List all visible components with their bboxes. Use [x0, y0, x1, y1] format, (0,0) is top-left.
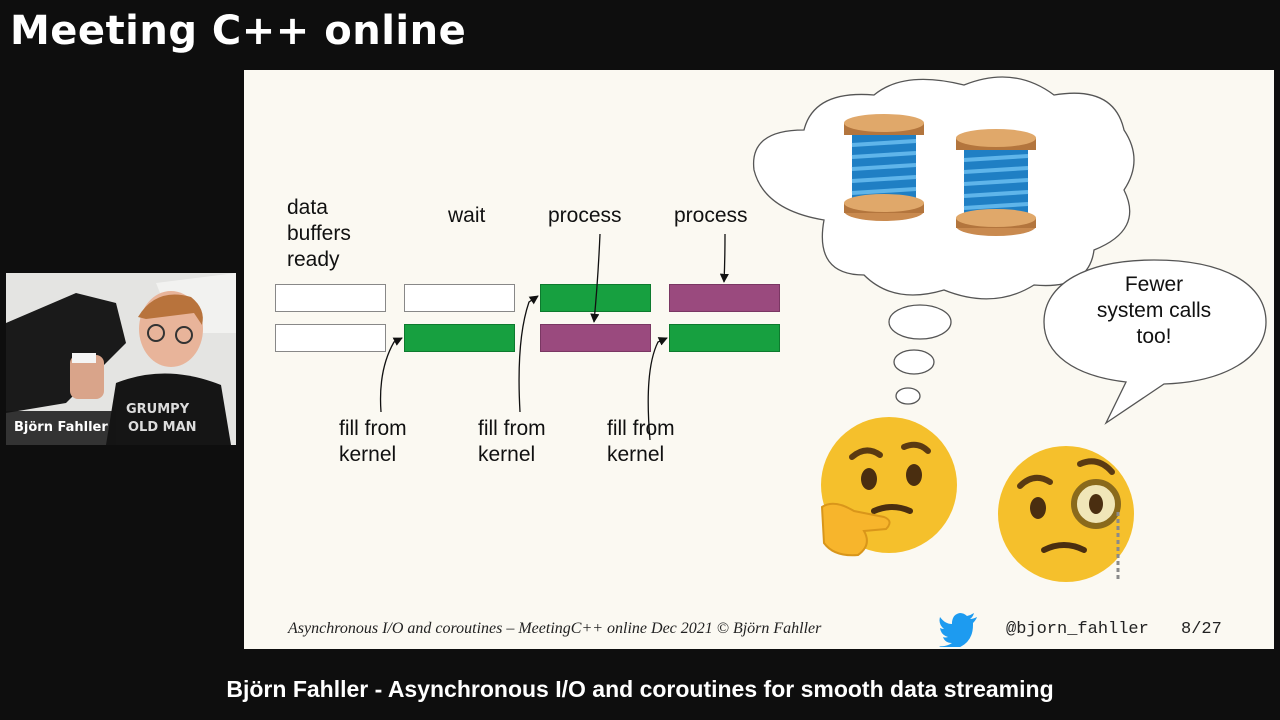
spool-of-thread-icon — [956, 129, 1036, 236]
twitter-handle: @bjorn_fahller — [1006, 620, 1149, 639]
buffer-row1-2 — [404, 284, 515, 312]
label-line: buffers — [287, 222, 351, 245]
speech-bubble — [1043, 259, 1267, 425]
svg-text:GRUMPY: GRUMPY — [126, 402, 190, 417]
label-fill-from-kernel-2: fill from kernel — [478, 416, 546, 468]
label-process-2: process — [674, 204, 748, 227]
label-line: data — [287, 196, 328, 219]
label-line: kernel — [339, 443, 397, 466]
label-line: ready — [287, 248, 340, 271]
buffer-row2-4 — [669, 324, 780, 352]
bubble-line: too! — [1136, 325, 1172, 348]
slide-page-number: 8/27 — [1181, 620, 1222, 639]
label-line: fill from — [607, 417, 675, 440]
talk-caption: Björn Fahller - Asynchronous I/O and cor… — [226, 676, 1054, 702]
label-line: fill from — [478, 417, 546, 440]
label-fill-from-kernel-3: fill from kernel — [607, 416, 675, 468]
label-data-buffers-ready: data buffers ready — [287, 195, 351, 273]
thought-cloud — [752, 76, 1135, 405]
buffer-row2-2 — [404, 324, 515, 352]
svg-text:OLD MAN: OLD MAN — [128, 420, 197, 435]
face-with-monocle-icon — [998, 446, 1134, 582]
buffer-row1-1 — [275, 284, 386, 312]
label-process-1: process — [548, 204, 622, 227]
speaker-webcam: GRUMPY OLD MAN Björn Fahller — [6, 273, 236, 445]
bubble-line: system calls — [1096, 299, 1212, 322]
buffer-row2-1 — [275, 324, 386, 352]
buffer-row2-3 — [540, 324, 651, 352]
slide-footer-text: Asynchronous I/O and coroutines – Meetin… — [288, 620, 822, 637]
label-line: fill from — [339, 417, 407, 440]
label-line: kernel — [607, 443, 665, 466]
speech-bubble-text: Fewer system calls too! — [1074, 272, 1234, 350]
buffer-row1-4 — [669, 284, 780, 312]
label-line: kernel — [478, 443, 536, 466]
twitter-bird-icon — [939, 613, 977, 647]
bubble-line: Fewer — [1124, 273, 1184, 296]
thinking-face-icon — [820, 417, 957, 557]
speaker-name-tag: Björn Fahller — [6, 411, 116, 445]
label-fill-from-kernel-1: fill from kernel — [339, 416, 407, 468]
spool-of-thread-icon — [844, 114, 924, 221]
label-wait: wait — [448, 204, 486, 227]
slide: data buffers ready wait process process … — [244, 70, 1274, 649]
flow-arrows — [379, 233, 729, 441]
show-title: Meeting C++ online — [10, 8, 467, 54]
